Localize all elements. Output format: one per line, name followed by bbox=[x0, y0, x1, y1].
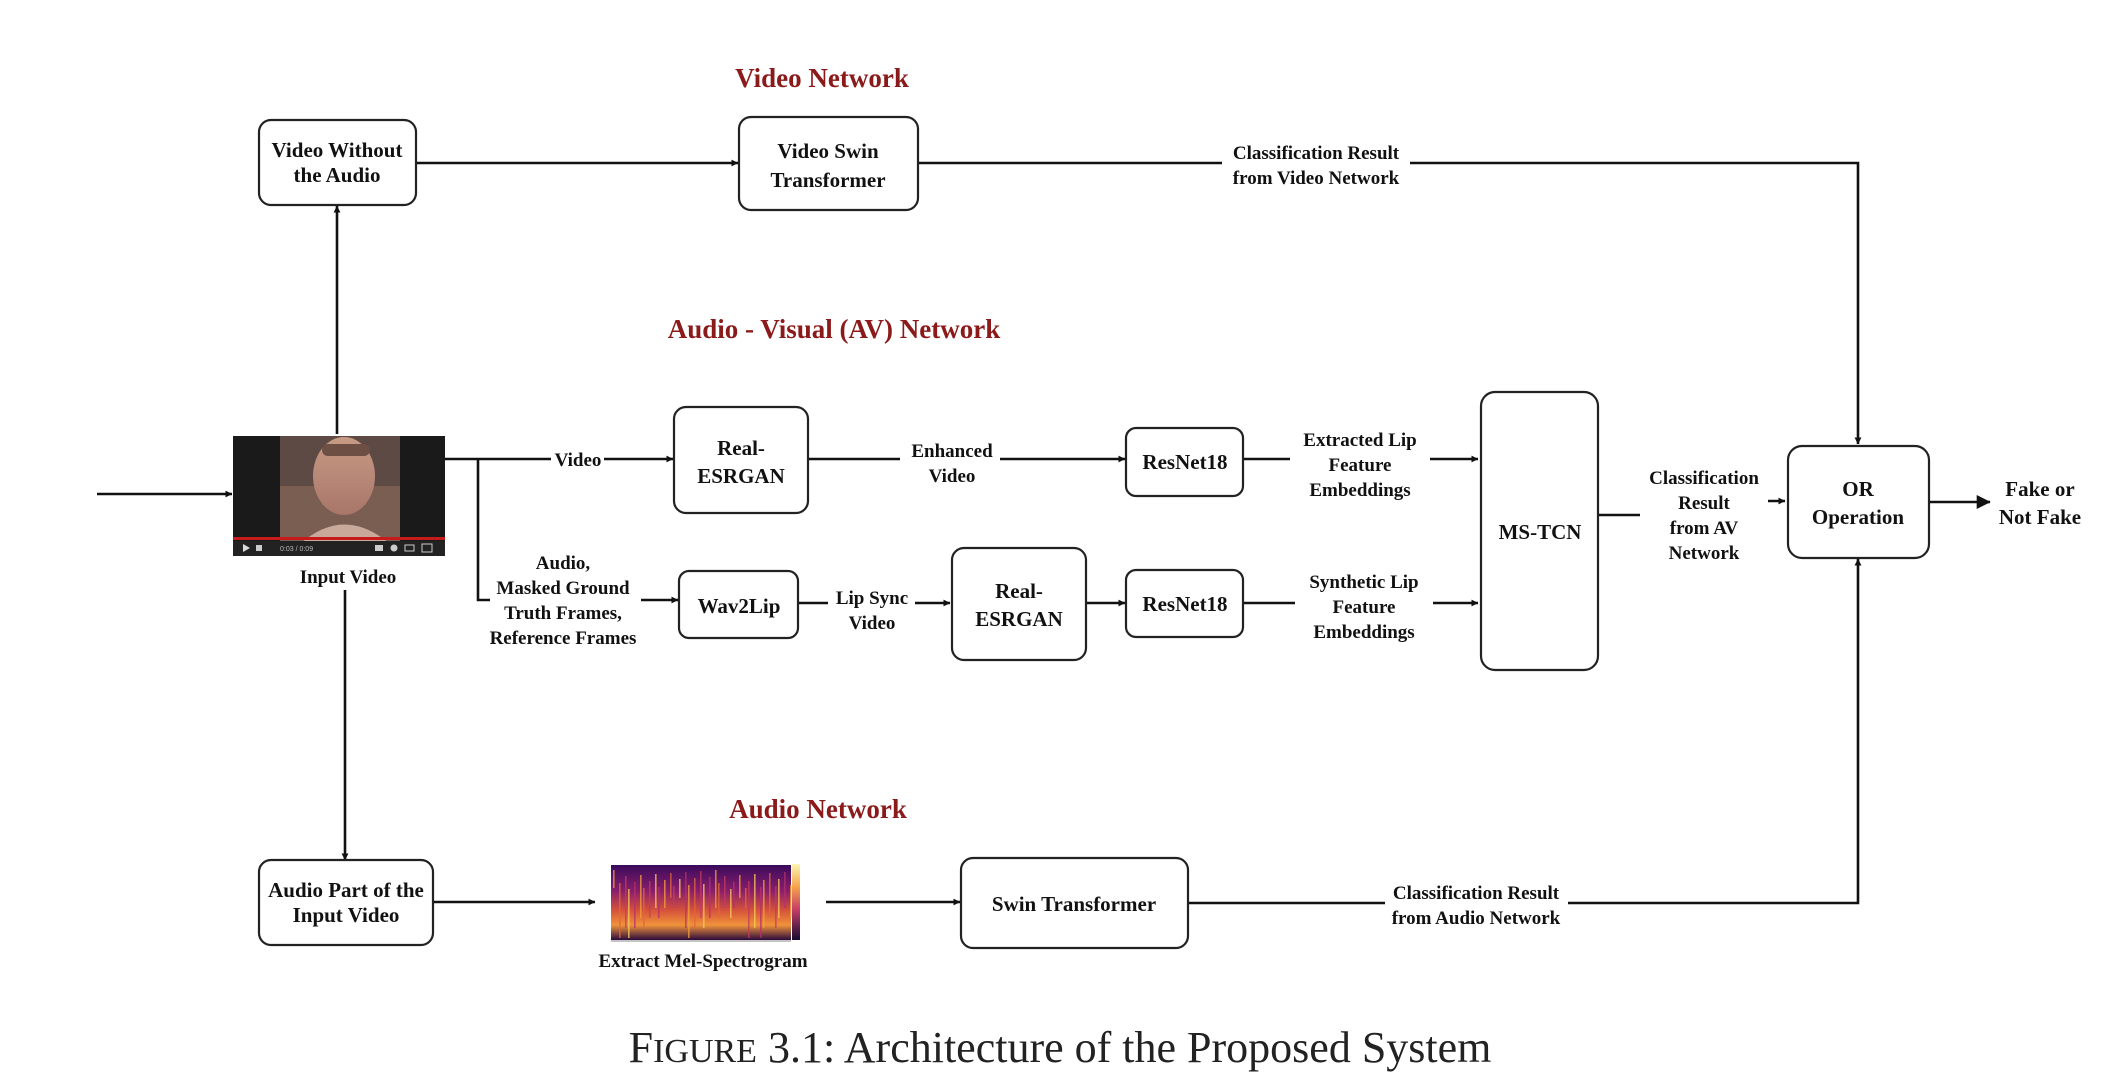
svg-text:Network: Network bbox=[1669, 543, 1740, 564]
svg-text:0:03 / 0:09: 0:03 / 0:09 bbox=[280, 546, 313, 553]
svg-text:Input Video: Input Video bbox=[293, 903, 400, 927]
mel-spectrogram-label: Extract Mel-Spectrogram bbox=[598, 951, 807, 972]
svg-text:Not Fake: Not Fake bbox=[1999, 505, 2081, 529]
real-esrgan-node-1: Real- ESRGAN bbox=[672, 405, 810, 515]
video-network-title: Video Network bbox=[735, 63, 909, 93]
enhanced-video-label: Enhanced Video bbox=[911, 441, 993, 487]
av-network-title: Audio - Visual (AV) Network bbox=[668, 314, 1001, 344]
video-label: Video bbox=[555, 450, 602, 471]
svg-text:the Audio: the Audio bbox=[294, 163, 381, 187]
svg-text:Fake or: Fake or bbox=[2005, 477, 2074, 501]
svg-text:Operation: Operation bbox=[1812, 505, 1904, 529]
video-swin-transformer-node: Video Swin Transformer bbox=[737, 115, 920, 212]
svg-text:Real-: Real- bbox=[717, 436, 765, 460]
svg-text:Transformer: Transformer bbox=[770, 168, 885, 192]
spectrogram-icon bbox=[611, 864, 800, 942]
svg-text:Synthetic Lip: Synthetic Lip bbox=[1309, 572, 1418, 593]
video-without-audio-node: Video Without the Audio bbox=[257, 118, 418, 207]
arrow-audio-class-to-or bbox=[1568, 558, 1862, 905]
line-audio-branch bbox=[476, 459, 490, 602]
svg-text:ESRGAN: ESRGAN bbox=[975, 607, 1063, 631]
video-frame-icon: 0:03 / 0:09 bbox=[233, 436, 445, 556]
svg-text:Classification Result: Classification Result bbox=[1233, 143, 1400, 164]
svg-text:MS-TCN: MS-TCN bbox=[1499, 520, 1582, 544]
audio-inputs-label: Audio, Masked Ground Truth Frames, Refer… bbox=[490, 553, 637, 649]
svg-text:OR: OR bbox=[1842, 477, 1874, 501]
or-operation-node: OR Operation bbox=[1786, 444, 1931, 560]
output-label: Fake or Not Fake bbox=[1999, 477, 2081, 529]
svg-text:Wav2Lip: Wav2Lip bbox=[698, 594, 781, 618]
resnet18-node-1: ResNet18 bbox=[1124, 426, 1245, 498]
swin-transformer-node: Swin Transformer bbox=[959, 856, 1190, 950]
real-esrgan-node-2: Real- ESRGAN bbox=[950, 546, 1088, 662]
svg-text:Lip Sync: Lip Sync bbox=[836, 588, 908, 609]
svg-text:Feature: Feature bbox=[1329, 455, 1392, 476]
av-classification-label: Classification Result from AV Network bbox=[1649, 468, 1759, 564]
svg-text:ResNet18: ResNet18 bbox=[1142, 592, 1227, 616]
input-video-label: Input Video bbox=[300, 567, 397, 588]
svg-text:from Audio Network: from Audio Network bbox=[1392, 908, 1561, 929]
video-classification-label: Classification Result from Video Network bbox=[1233, 143, 1400, 189]
svg-text:Embeddings: Embeddings bbox=[1313, 622, 1414, 643]
svg-text:from Video Network: from Video Network bbox=[1233, 168, 1400, 189]
svg-text:Masked Ground: Masked Ground bbox=[496, 578, 630, 599]
svg-text:Enhanced: Enhanced bbox=[911, 441, 993, 462]
extracted-lip-label: Extracted Lip Feature Embeddings bbox=[1303, 430, 1416, 501]
audio-network-title: Audio Network bbox=[729, 794, 907, 824]
svg-text:Result: Result bbox=[1678, 493, 1730, 514]
svg-text:Embeddings: Embeddings bbox=[1309, 480, 1410, 501]
resnet18-node-2: ResNet18 bbox=[1124, 568, 1245, 639]
lip-sync-video-label: Lip Sync Video bbox=[836, 588, 908, 634]
arrow-video-class-to-or bbox=[1410, 161, 1862, 445]
audio-classification-label: Classification Result from Audio Network bbox=[1392, 883, 1561, 929]
synthetic-lip-label: Synthetic Lip Feature Embeddings bbox=[1309, 572, 1418, 643]
figure-caption: FIGURE 3.1: Architecture of the Proposed… bbox=[629, 1023, 1492, 1072]
svg-text:Video Swin: Video Swin bbox=[777, 139, 879, 163]
audio-part-node: Audio Part of the Input Video bbox=[257, 858, 435, 947]
svg-text:Reference Frames: Reference Frames bbox=[490, 628, 637, 649]
svg-text:from AV: from AV bbox=[1670, 518, 1739, 539]
svg-text:Audio Part of the: Audio Part of the bbox=[268, 878, 424, 902]
svg-text:Real-: Real- bbox=[995, 579, 1043, 603]
svg-text:Classification Result: Classification Result bbox=[1393, 883, 1560, 904]
svg-text:ResNet18: ResNet18 bbox=[1142, 450, 1227, 474]
svg-text:Video: Video bbox=[849, 613, 896, 634]
svg-text:ESRGAN: ESRGAN bbox=[697, 464, 785, 488]
svg-text:Audio,: Audio, bbox=[536, 553, 591, 574]
ms-tcn-node: MS-TCN bbox=[1479, 390, 1600, 672]
svg-text:Classification: Classification bbox=[1649, 468, 1759, 489]
svg-text:Extracted Lip: Extracted Lip bbox=[1303, 430, 1416, 451]
svg-text:Swin Transformer: Swin Transformer bbox=[992, 892, 1156, 916]
svg-text:Video Without: Video Without bbox=[272, 138, 403, 162]
wav2lip-node: Wav2Lip bbox=[677, 569, 800, 640]
svg-text:Feature: Feature bbox=[1333, 597, 1396, 618]
svg-text:Truth Frames,: Truth Frames, bbox=[504, 603, 622, 624]
svg-text:Video: Video bbox=[929, 466, 976, 487]
